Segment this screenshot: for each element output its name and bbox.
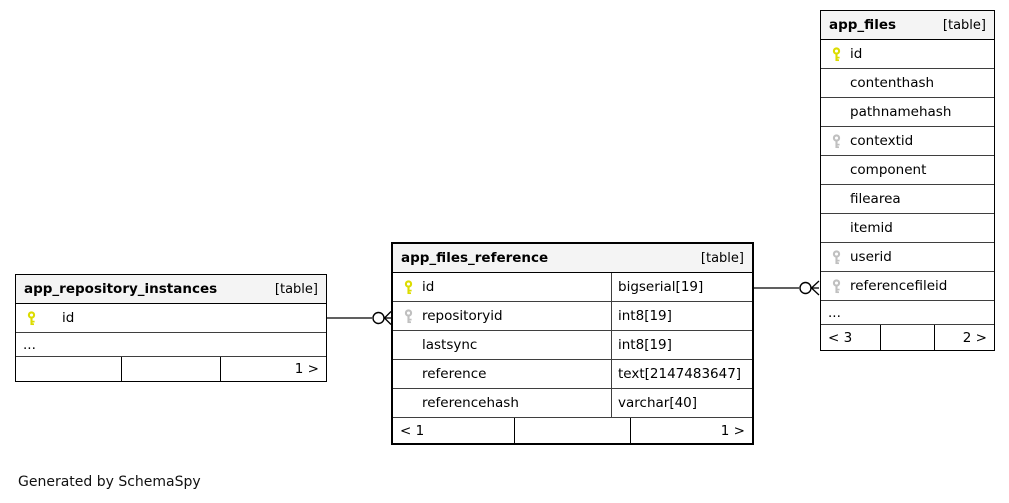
footer-right: 1 > <box>220 357 326 381</box>
column-type: int8[19] <box>611 302 752 330</box>
table-footer: < 3 2 > <box>821 325 994 350</box>
collapsed-columns-row[interactable]: ... <box>821 301 994 325</box>
column-name: filearea <box>850 191 901 207</box>
column-row-lastsync[interactable]: lastsync int8[19] <box>393 331 752 360</box>
column-name: id <box>850 46 863 62</box>
column-row-filearea[interactable]: filearea <box>821 185 994 214</box>
footer-left: < 3 <box>828 329 853 346</box>
crows-foot-icon <box>811 280 820 296</box>
connector-repositoryid <box>327 311 392 325</box>
table-footer: 1 > <box>16 357 326 381</box>
column-row-contenthash[interactable]: contenthash <box>821 69 994 98</box>
ellipsis-label: ... <box>828 304 841 321</box>
column-row-component[interactable]: component <box>821 156 994 185</box>
column-name: referencehash <box>422 395 519 411</box>
table-tag: [table] <box>274 281 318 297</box>
foreign-key-icon <box>404 308 413 323</box>
zero-circle-icon <box>372 311 385 325</box>
footer-middle <box>121 357 220 381</box>
footer-right: 1 > <box>629 418 752 443</box>
table-header[interactable]: app_files [table] <box>821 11 994 40</box>
column-name: reference <box>422 366 487 382</box>
column-row-itemid[interactable]: itemid <box>821 214 994 243</box>
table-footer: < 1 1 > <box>393 418 752 443</box>
column-name: id <box>62 310 75 326</box>
ellipsis-label: ... <box>23 336 36 353</box>
primary-key-icon <box>832 46 841 61</box>
table-header[interactable]: app_repository_instances [table] <box>16 275 326 304</box>
column-type: bigserial[19] <box>611 273 752 301</box>
column-row-pathnamehash[interactable]: pathnamehash <box>821 98 994 127</box>
column-name: lastsync <box>422 337 478 353</box>
collapsed-columns-row[interactable]: ... <box>16 333 326 357</box>
connector-referencefileid <box>754 280 820 296</box>
footer-middle <box>880 325 933 350</box>
column-type: varchar[40] <box>611 389 752 417</box>
column-row-id[interactable]: id <box>821 40 994 69</box>
table-name: app_repository_instances <box>24 281 218 297</box>
column-row-userid[interactable]: userid <box>821 243 994 272</box>
primary-key-icon <box>27 310 36 325</box>
footer-left <box>16 357 121 381</box>
column-name: repositoryid <box>422 308 503 324</box>
table-node-app-files[interactable]: app_files [table] id contenthash <box>820 10 995 351</box>
table-tag: [table] <box>700 250 744 266</box>
column-name: pathnamehash <box>850 104 952 120</box>
table-node-app-files-reference[interactable]: app_files_reference [table] id bigserial… <box>391 242 754 445</box>
column-name: contextid <box>850 133 914 149</box>
schemaspy-credit: Generated by SchemaSpy <box>18 474 201 490</box>
zero-circle-icon <box>799 281 812 295</box>
table-tag: [table] <box>942 17 986 33</box>
footer-middle <box>514 418 629 443</box>
primary-key-icon <box>404 279 413 294</box>
footer-left: < 1 <box>400 422 425 439</box>
foreign-key-icon <box>832 278 841 293</box>
column-name: referencefileid <box>850 278 948 294</box>
table-node-app-repository-instances[interactable]: app_repository_instances [table] id ... <box>15 274 327 382</box>
column-name: component <box>850 162 927 178</box>
column-row-referencehash[interactable]: referencehash varchar[40] <box>393 389 752 418</box>
foreign-key-icon <box>832 249 841 264</box>
column-row-referencefileid[interactable]: referencefileid <box>821 272 994 301</box>
column-type: text[2147483647] <box>611 360 752 388</box>
table-name: app_files_reference <box>401 250 549 266</box>
footer-right: 2 > <box>933 325 994 350</box>
column-row-contextid[interactable]: contextid <box>821 127 994 156</box>
column-name: id <box>422 279 435 295</box>
column-row-id[interactable]: id <box>16 304 326 333</box>
column-row-id[interactable]: id bigserial[19] <box>393 273 752 302</box>
column-name: contenthash <box>850 75 935 91</box>
column-type: int8[19] <box>611 331 752 359</box>
column-row-repositoryid[interactable]: repositoryid int8[19] <box>393 302 752 331</box>
column-name: itemid <box>850 220 893 236</box>
column-name: userid <box>850 249 892 265</box>
table-header[interactable]: app_files_reference [table] <box>393 244 752 273</box>
column-row-reference[interactable]: reference text[2147483647] <box>393 360 752 389</box>
foreign-key-icon <box>832 133 841 148</box>
table-name: app_files <box>829 17 897 33</box>
